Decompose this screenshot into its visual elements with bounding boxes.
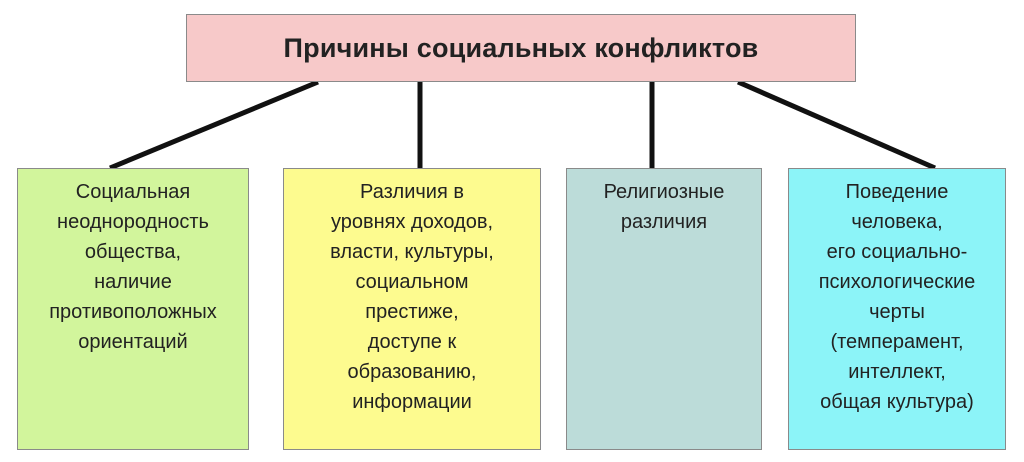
connector-line-social-heterogeneity xyxy=(109,79,319,171)
cause-box-religious-differences: Религиозные различия xyxy=(566,168,762,450)
cause-box-social-heterogeneity: Социальная неоднородность общества, нали… xyxy=(17,168,249,450)
diagram-title: Причины социальных конфликтов xyxy=(283,32,759,63)
cause-text-income-differences: Различия в уровнях доходов, власти, куль… xyxy=(330,181,494,413)
cause-box-income-differences: Различия в уровнях доходов, власти, куль… xyxy=(283,168,541,450)
cause-box-human-behavior: Поведение человека, его социально- психо… xyxy=(788,168,1006,450)
cause-text-social-heterogeneity: Социальная неоднородность общества, нали… xyxy=(49,181,217,353)
cause-text-religious-differences: Религиозные различия xyxy=(603,181,725,233)
cause-text-human-behavior: Поведение человека, его социально- психо… xyxy=(818,181,976,413)
title-box: Причины социальных конфликтов xyxy=(186,14,856,82)
connector-line-human-behavior xyxy=(736,79,937,171)
